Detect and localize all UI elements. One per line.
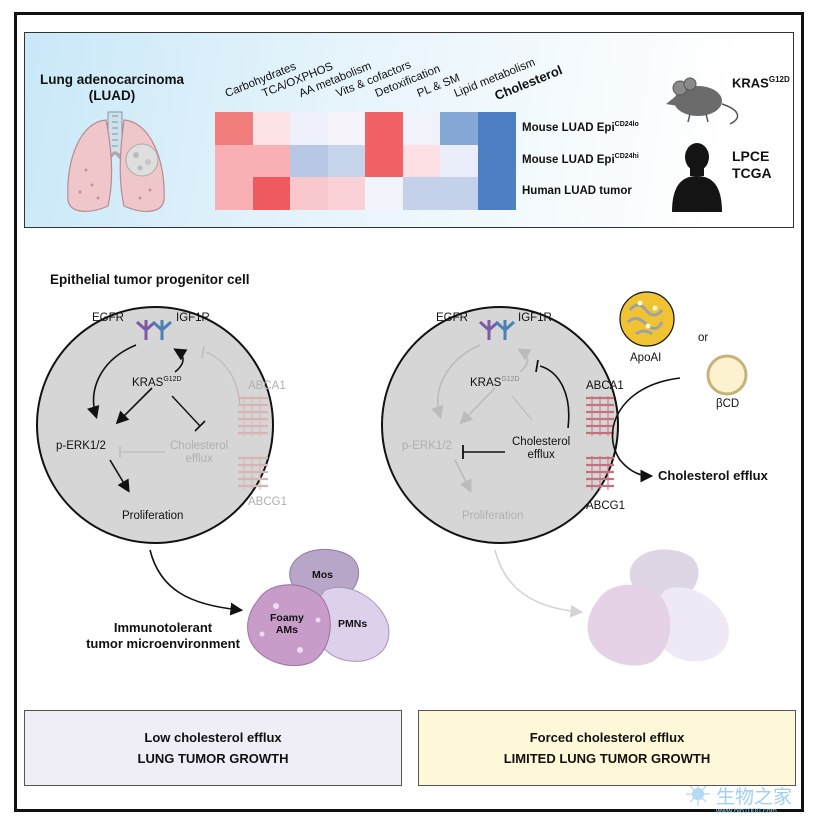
- or-label: or: [698, 332, 709, 344]
- row-label-0: Mouse LUAD EpiCD24lo: [522, 121, 639, 134]
- apoai-icon: [619, 291, 675, 347]
- watermark-text: 生物之家: [716, 786, 793, 808]
- right-abca1-transporter: [586, 396, 614, 436]
- row-label-2: Human LUAD tumor: [522, 185, 632, 197]
- luad-title-line1: Lung adenocarcinoma: [39, 72, 185, 87]
- heatmap-cell: [327, 144, 366, 178]
- outcome-left-line1: Low cholesterol efflux: [144, 730, 282, 745]
- heatmap-cell: [477, 112, 516, 145]
- heatmap-cell: [327, 177, 366, 210]
- heatmap-cell: [365, 112, 403, 145]
- left-abcg1-label: ABCG1: [248, 496, 287, 508]
- left-cell-body: [36, 306, 274, 544]
- heatmap-cell: [290, 177, 328, 210]
- right-egfr-label: EGFR: [436, 312, 468, 324]
- immune-cells-left: [247, 548, 390, 667]
- heatmap-cell: [215, 177, 253, 210]
- heatmap-cell: [365, 144, 403, 178]
- right-kras-label: KRASG12D: [470, 376, 520, 389]
- mos-label: Mos: [312, 569, 333, 581]
- luad-title-line2: (LUAD): [88, 88, 136, 103]
- left-egfr-label: EGFR: [92, 312, 124, 324]
- heatmap-cell: [440, 144, 478, 178]
- efflux-label: Cholesterol efflux: [658, 468, 768, 483]
- bcd-label: βCD: [716, 398, 740, 410]
- right-igf1r-label: IGF1R: [518, 312, 552, 324]
- mouse-label: KRASG12D: [732, 75, 790, 91]
- outcome-left-line2: LUNG TUMOR GROWTH: [137, 751, 289, 766]
- right-proliferation-label: Proliferation: [462, 510, 524, 522]
- outcome-right-line1: Forced cholesterol efflux: [529, 730, 685, 745]
- left-abca1-transporter: [238, 396, 268, 436]
- heatmap-cell: [290, 144, 328, 178]
- row-label-1: Mouse LUAD EpiCD24hi: [522, 153, 639, 166]
- heatmap-cell: [402, 112, 441, 145]
- heatmap-cell: [402, 177, 441, 210]
- heatmap-cell: [477, 177, 516, 210]
- left-abcg1-transporter: [238, 456, 268, 490]
- heatmap-cell: [402, 144, 441, 178]
- heatmap-cell: [440, 112, 478, 145]
- right-igf1r-icon: [495, 320, 515, 340]
- watermark-logo-icon: [686, 782, 710, 806]
- heatmap-cell: [252, 144, 291, 178]
- heatmap-cell: [252, 177, 291, 210]
- heatmap-cell: [215, 112, 253, 145]
- bcd-icon: [706, 354, 748, 396]
- left-abca1-label: ABCA1: [248, 380, 286, 392]
- immune-cells-right: [587, 549, 729, 666]
- outcome-right-line2: LIMITED LUNG TUMOR GROWTH: [503, 751, 711, 766]
- right-abcg1-label: ABCG1: [586, 500, 625, 512]
- heatmap-cell: [215, 144, 253, 178]
- heatmap-cell: [252, 112, 291, 145]
- heatmap-cell: [290, 112, 328, 145]
- left-kras-label: KRASG12D: [132, 376, 182, 389]
- outcome-box-right: Forced cholesterol efflux LIMITED LUNG T…: [418, 710, 796, 786]
- pmns-label: PMNs: [338, 618, 368, 630]
- outcome-box-left: Low cholesterol efflux LUNG TUMOR GROWTH: [24, 710, 402, 786]
- heatmap-cell: [477, 144, 516, 178]
- left-proliferation-label: Proliferation: [122, 510, 184, 522]
- heatmap-cell: [440, 177, 478, 210]
- section-title: Epithelial tumor progenitor cell: [50, 272, 250, 287]
- watermark-url: www.bio1000.com: [716, 806, 777, 815]
- left-igf1r-icon: [152, 320, 172, 340]
- luad-title: Lung adenocarcinoma (LUAD): [38, 72, 186, 104]
- right-perk-label: p-ERK1/2: [402, 440, 452, 452]
- right-abcg1-transporter: [586, 456, 614, 490]
- right-cell-body: [381, 306, 619, 544]
- apoai-label: ApoAI: [630, 352, 662, 364]
- left-perk-label: p-ERK1/2: [56, 440, 106, 452]
- left-igf1r-label: IGF1R: [176, 312, 210, 324]
- heatmap-cell: [327, 112, 366, 145]
- right-abca1-label: ABCA1: [586, 380, 624, 392]
- heatmap-cell: [365, 177, 403, 210]
